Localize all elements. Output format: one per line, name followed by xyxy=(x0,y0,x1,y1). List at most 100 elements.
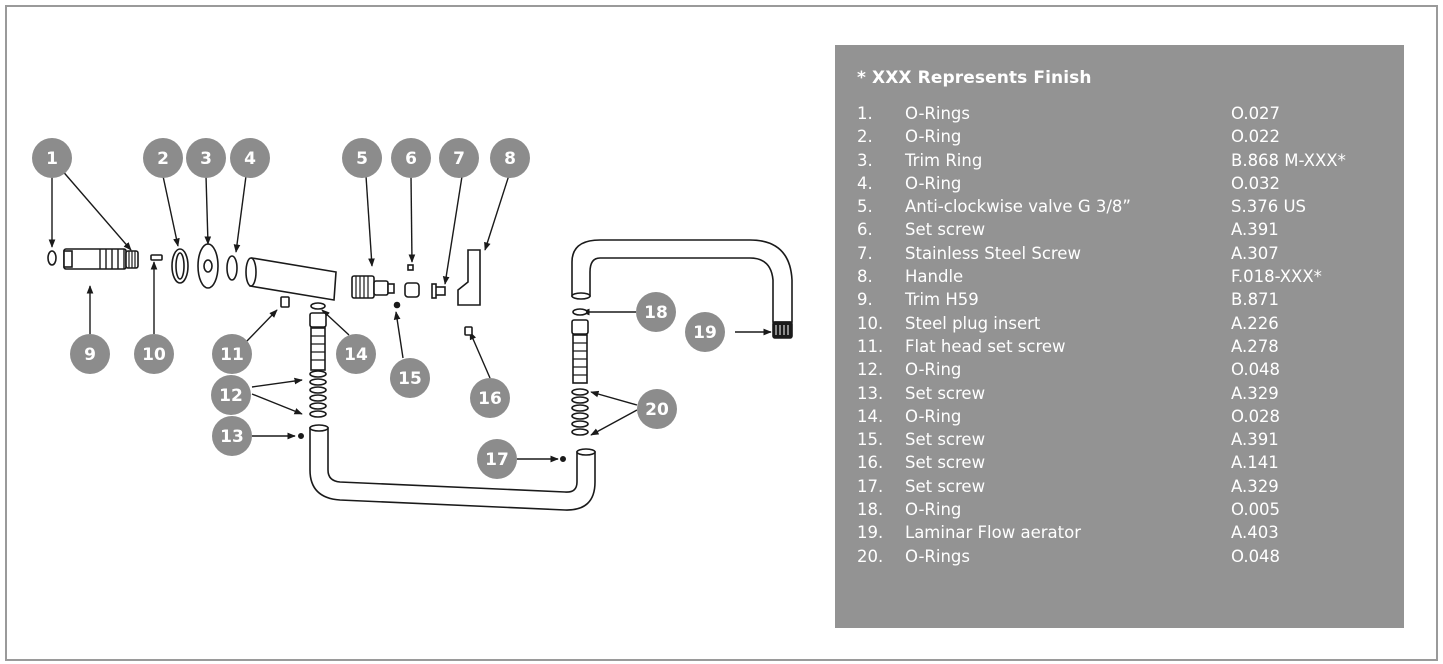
callout-14: 14 xyxy=(336,334,376,374)
lower-pipe-part xyxy=(309,427,596,511)
set-screw-part xyxy=(393,301,401,309)
callout-number: 2 xyxy=(157,149,169,169)
part-code: A.391 xyxy=(1231,430,1279,450)
callout-circle xyxy=(390,358,430,398)
valve-part xyxy=(351,275,395,299)
callout-19: 19 xyxy=(685,312,725,352)
set-screw-part xyxy=(464,326,473,336)
part-name: O-Ring xyxy=(905,500,962,520)
callout-number: 11 xyxy=(220,345,244,365)
part-number: 16. xyxy=(857,453,884,473)
callout-number: 18 xyxy=(644,303,668,323)
part-number: 2. xyxy=(857,127,873,147)
part-name: Set screw xyxy=(905,476,986,496)
trim-part xyxy=(63,248,127,270)
spout-connector-part xyxy=(309,312,327,371)
part-code: O.022 xyxy=(1231,127,1281,147)
callout-number: 13 xyxy=(220,427,244,447)
legend-row: 16. Set screw A.141 xyxy=(857,451,1402,474)
callout-circle xyxy=(230,138,270,178)
flat-head-screw-part xyxy=(280,296,290,308)
part-code: S.376 US xyxy=(1231,197,1307,217)
part-name: Flat head set screw xyxy=(905,336,1066,356)
set-screw-part xyxy=(297,432,304,439)
o-ring-part xyxy=(572,308,588,316)
callout-circle xyxy=(470,378,510,418)
part-name: Laminar Flow aerator xyxy=(905,523,1081,543)
callout-number: 14 xyxy=(344,345,368,365)
callout-number: 4 xyxy=(244,149,256,169)
callout-circle xyxy=(211,375,251,415)
part-number: 19. xyxy=(857,523,884,543)
part-name: O-Ring xyxy=(905,406,962,426)
callout-number: 20 xyxy=(645,400,669,420)
part-code: O.005 xyxy=(1231,500,1281,520)
callout-circle xyxy=(342,138,382,178)
leader-lines xyxy=(48,167,772,463)
part-code: A.226 xyxy=(1231,313,1279,333)
part-name: Anti-clockwise valve G 3/8” xyxy=(905,197,1131,217)
handle-part xyxy=(457,249,481,306)
part-code: B.868 M-XXX* xyxy=(1231,150,1346,170)
set-screw-part xyxy=(559,455,566,462)
callout-number: 19 xyxy=(693,323,717,343)
callout-number: 12 xyxy=(219,386,243,406)
spout-connector-part xyxy=(571,319,589,384)
part-number: 1. xyxy=(857,104,873,123)
callout-number: 17 xyxy=(485,450,509,470)
part-number: 10. xyxy=(857,313,884,333)
part-name: Trim Ring xyxy=(905,150,983,170)
part-number: 4. xyxy=(857,173,873,193)
callout-number: 8 xyxy=(504,149,516,169)
set-screw-part xyxy=(407,264,414,271)
callout-17: 17 xyxy=(477,439,517,479)
part-code: B.871 xyxy=(1231,290,1280,310)
callout-circle xyxy=(70,334,110,374)
part-code: A.329 xyxy=(1231,383,1279,403)
callout-circle xyxy=(477,439,517,479)
callout-15: 15 xyxy=(390,358,430,398)
legend-row: 5.Anti-clockwise valve G 3/8”S.376 US xyxy=(857,195,1402,218)
callout-5: 5 xyxy=(342,138,382,178)
part-number: 9. xyxy=(857,290,873,310)
part-name: Stainless Steel Screw xyxy=(905,243,1081,263)
part-number: 18. xyxy=(857,500,884,520)
callout-circle xyxy=(186,138,226,178)
body-part xyxy=(245,257,337,301)
callout-number: 10 xyxy=(142,345,166,365)
part-name: Set screw xyxy=(905,453,986,473)
plug-part xyxy=(150,254,163,261)
part-number: 17. xyxy=(857,476,884,496)
callout-circle xyxy=(636,292,676,332)
callout-20: 20 xyxy=(637,389,677,429)
screw-part xyxy=(431,283,446,299)
part-name: O-Ring xyxy=(905,173,962,193)
part-code: O.048 xyxy=(1231,360,1281,380)
part-code: A.141 xyxy=(1231,453,1279,473)
callout-circle xyxy=(32,138,72,178)
callout-6: 6 xyxy=(391,138,431,178)
part-name: Set screw xyxy=(905,220,986,240)
callout-number: 9 xyxy=(84,345,96,365)
callout-4: 4 xyxy=(230,138,270,178)
aerator-part xyxy=(772,321,793,339)
callout-number: 7 xyxy=(453,149,465,169)
callout-circle xyxy=(490,138,530,178)
callout-8: 8 xyxy=(490,138,530,178)
part-number: 14. xyxy=(857,406,884,426)
legend-row: 18. O-Ring O.005 xyxy=(857,498,1402,521)
part-name: O-Rings xyxy=(905,546,970,566)
part-number: 11. xyxy=(857,336,884,356)
